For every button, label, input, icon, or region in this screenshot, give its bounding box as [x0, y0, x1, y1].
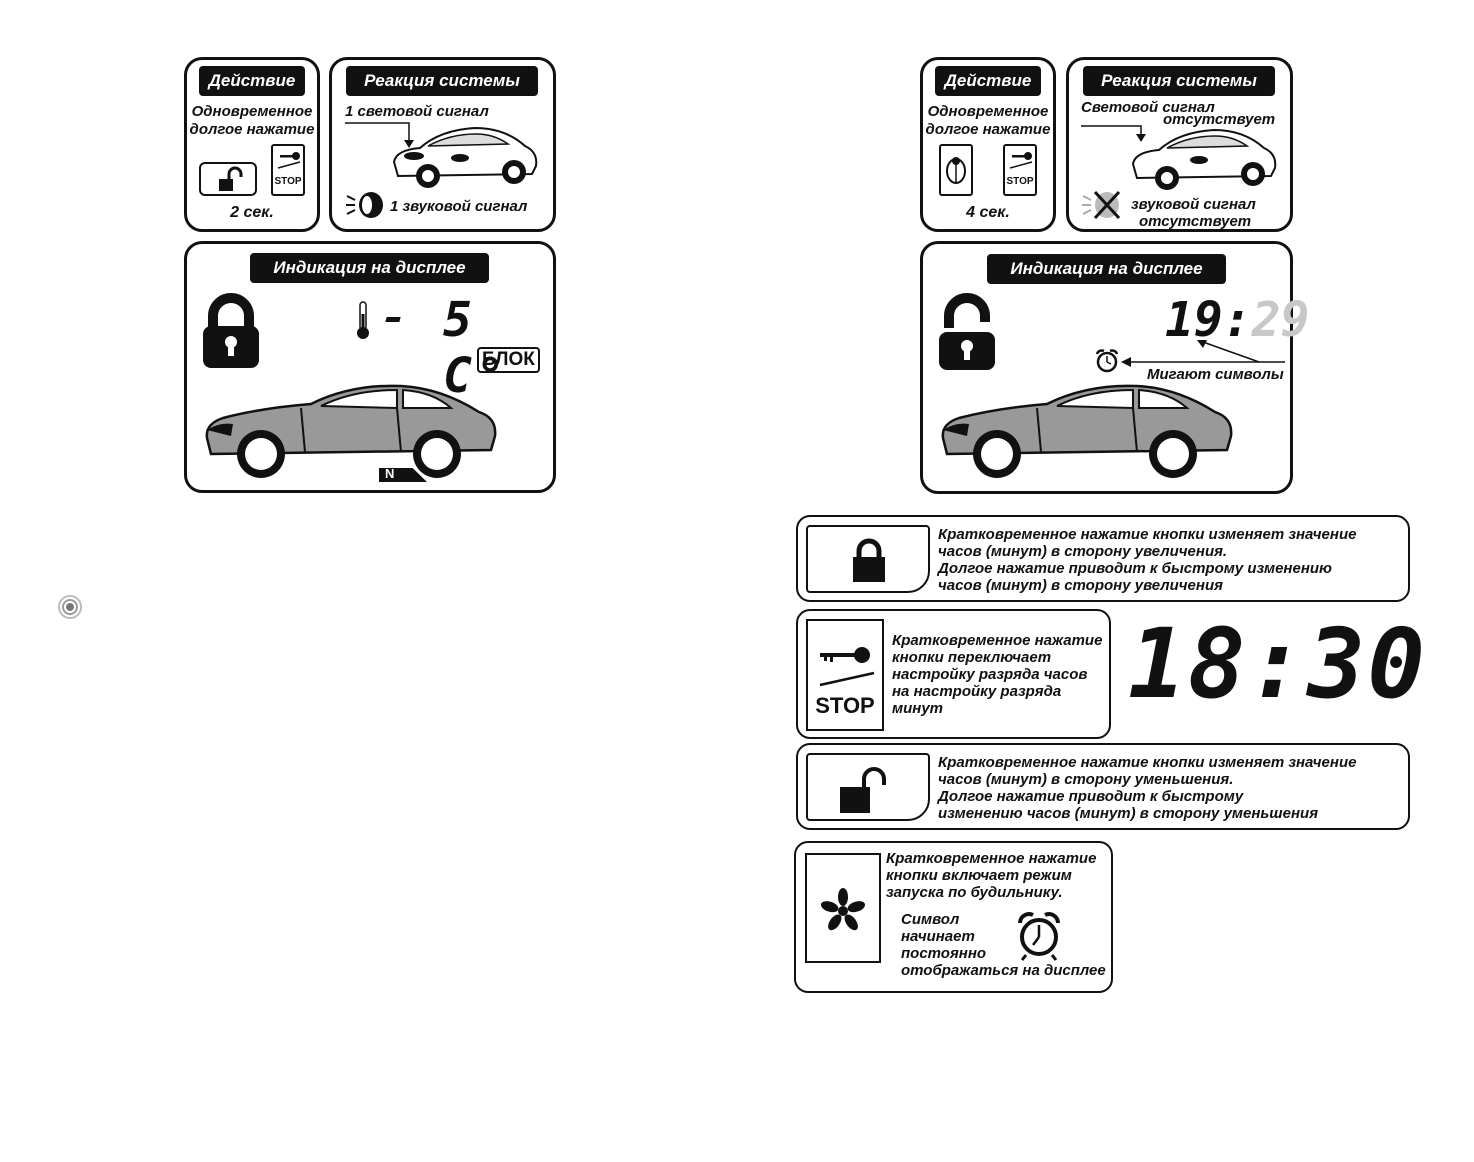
- unlock-key-button[interactable]: [806, 753, 930, 821]
- star-key-button[interactable]: [805, 853, 881, 963]
- hint-unlock-line-1: Кратковременное нажатие кнопки изменяет …: [938, 754, 1357, 771]
- hint-lock-line-3: Долгое нажатие приводит к быстрому измен…: [938, 560, 1333, 577]
- hint-stop-line-3: настройку разряда часов: [892, 666, 1088, 683]
- right-stop-key-label: STOP: [1006, 176, 1034, 187]
- key-icon: [277, 152, 301, 169]
- hint-star-line-3: запуска по будильнику.: [886, 884, 1063, 901]
- temp-digits: 5 C°: [443, 292, 509, 404]
- sport-car-icon: [392, 126, 538, 188]
- hint-stop-line-1: Кратковременное нажатие: [892, 632, 1103, 649]
- stop-key-button[interactable]: STOP: [271, 144, 305, 196]
- left-display-title: Индикация на дисплее: [250, 253, 489, 283]
- hint-stop-box: STOP Кратковременное нажатие кнопки пере…: [796, 609, 1111, 739]
- right-action-desc-2: долгое нажатие: [925, 121, 1051, 138]
- right-action-box: Действие Одновременное долгое нажатие ST…: [920, 57, 1056, 232]
- target-circle-icon: [58, 595, 82, 619]
- alarm-clock-icon: [1018, 912, 1060, 961]
- right-reaction-light-2: отсутствует: [1163, 111, 1276, 128]
- left-display-box: Индикация на дисплее 5 C° БЛОК N: [184, 241, 556, 493]
- stop-key-label: STOP: [815, 693, 875, 718]
- unlock-icon: [219, 166, 243, 191]
- light-arrow-icon: [1081, 125, 1146, 142]
- right-reaction-sound-2: отсутствует: [1139, 213, 1252, 230]
- hint-stop-line-2: кнопки переключает: [892, 649, 1052, 666]
- left-reaction-sound: 1 звуковой сигнал: [390, 198, 528, 215]
- left-action-time: 2 сек.: [230, 204, 274, 221]
- stop-key-button[interactable]: STOP: [806, 619, 884, 731]
- left-reaction-light: 1 световой сигнал: [345, 103, 489, 120]
- right-reaction-light-1: Световой сигнал: [1081, 99, 1215, 116]
- left-reaction-title: Реакция системы: [346, 66, 538, 96]
- gear-indicator: [379, 468, 427, 482]
- left-action-desc-1: Одновременное: [191, 103, 313, 120]
- alarm-key-button[interactable]: [939, 144, 973, 196]
- right-reaction-sound-1: звуковой сигнал: [1131, 196, 1256, 213]
- hint-star-symbol-3: постоянно: [901, 945, 987, 962]
- right-stop-key-button[interactable]: STOP: [1003, 144, 1037, 196]
- left-action-box: Действие Одновременное долгое нажатие ST…: [184, 57, 320, 232]
- hint-star-box: Кратковременное нажатие кнопки включает …: [794, 841, 1113, 993]
- right-action-desc-1: Одновременное: [927, 103, 1049, 120]
- hint-lock-box: Кратковременное нажатие кнопки изменяет …: [796, 515, 1410, 602]
- hint-unlock-line-2: часов (минут) в сторону уменьшения.: [938, 771, 1234, 788]
- asterisk-icon: [820, 888, 866, 931]
- hint-star-symbol-1: Символ: [901, 911, 960, 928]
- blink-label: Мигают символы: [1147, 366, 1284, 383]
- siren-off-icon: [1082, 190, 1121, 220]
- blink-arrows-icon: [1121, 340, 1285, 367]
- right-reaction-box: Реакция системы Световой сигнал отсутств…: [1066, 57, 1293, 232]
- lock-closed-icon: [203, 293, 259, 368]
- hint-stop-line-4: на настройку разряда: [892, 683, 1062, 700]
- right-action-title: Действие: [935, 66, 1041, 96]
- right-display-box: Индикация на дисплее 19:29 Мигают символ…: [920, 241, 1310, 494]
- unlock-icon: [840, 767, 886, 813]
- hint-star-line-2: кнопки включает режим: [886, 867, 1072, 884]
- alarm-clock-icon: [1095, 349, 1119, 373]
- hint-unlock-box: Кратковременное нажатие кнопки изменяет …: [796, 743, 1410, 830]
- lock-key-button[interactable]: [806, 525, 930, 593]
- hint-lock-line-4: часов (минут) в сторону увеличения: [938, 577, 1223, 594]
- right-action-time: 4 сек.: [966, 204, 1010, 221]
- clock-colon: :: [1222, 292, 1252, 348]
- coupe-car-icon: [205, 384, 497, 478]
- beetle-icon: [946, 157, 966, 184]
- stop-key-label: STOP: [274, 176, 302, 187]
- key-icon: [1009, 152, 1033, 169]
- light-arrow-icon: [345, 122, 414, 148]
- clock-display: 19:29: [1165, 294, 1310, 346]
- left-action-desc-2: долгое нажатие: [189, 121, 315, 138]
- lock-open-icon: [939, 293, 995, 370]
- hint-lock-line-1: Кратковременное нажатие кнопки изменяет …: [938, 526, 1357, 543]
- hint-unlock-line-3: Долгое нажатие приводит к быстрому: [938, 788, 1244, 805]
- hint-star-symbol-4: отображаться на дисплее: [901, 962, 1106, 979]
- clock-hours: 19: [1165, 292, 1223, 348]
- left-action-title: Действие: [199, 66, 305, 96]
- coupe-car-icon: [941, 384, 1233, 478]
- block-badge: БЛОК: [477, 347, 540, 373]
- sport-car-icon: [1131, 128, 1277, 190]
- hint-stop-line-5: минут: [892, 700, 943, 717]
- hint-unlock-line-4: изменению часов (минут) в сторону уменьш…: [938, 805, 1319, 822]
- right-display-title: Индикация на дисплее: [987, 254, 1226, 284]
- hint-lock-line-2: часов (минут) в сторону увеличения.: [938, 543, 1228, 560]
- key-icon: [819, 647, 875, 687]
- lock-closed-icon: [853, 538, 885, 582]
- temp-minus-sign: [385, 317, 401, 322]
- clock-minutes: 29: [1251, 292, 1310, 348]
- hint-star-line-1: Кратковременное нажатие: [886, 850, 1097, 867]
- left-reaction-box: Реакция системы 1 световой сигнал 1 звук…: [329, 57, 556, 232]
- thermometer-icon: [357, 301, 369, 339]
- gear-label: N: [385, 466, 395, 481]
- right-reaction-title: Реакция системы: [1083, 66, 1275, 96]
- siren-icon: [346, 192, 383, 218]
- hint-star-symbol-2: начинает: [901, 928, 975, 945]
- big-clock-display: 18:30: [1128, 608, 1427, 720]
- unlock-key-button[interactable]: [199, 162, 257, 196]
